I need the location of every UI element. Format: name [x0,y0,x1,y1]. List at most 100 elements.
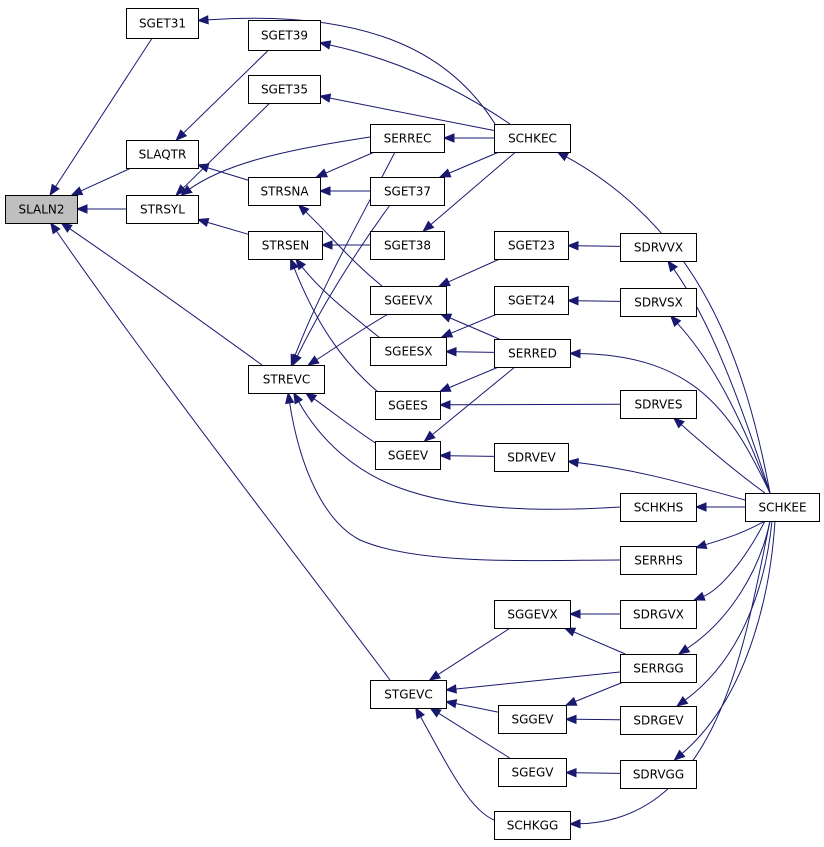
node-box [248,75,321,104]
edge-stgevc-to-slaln2 [49,221,391,681]
node-sdrvsx[interactable]: SDRVSX [620,288,697,317]
node-strsyl[interactable]: STRSYL [126,195,199,224]
arrow-head [566,457,579,468]
node-sget38[interactable]: SGET38 [370,231,445,260]
node-strevc[interactable]: STREVC [248,365,325,394]
node-label: SGET31 [139,17,186,31]
arrow-head [290,257,299,271]
node-box [370,231,445,260]
edge-sgees-to-strsen [290,257,379,393]
node-label: SDRGVX [633,608,684,622]
node-label: SERRGG [633,662,683,676]
arrow-head [285,391,295,405]
node-stgevc[interactable]: STGEVC [370,680,447,709]
node-sdrvvx[interactable]: SDRVVX [620,233,697,262]
node-sget23[interactable]: SGET23 [494,231,569,260]
arrow-head [439,313,453,323]
arrow-head [60,222,73,233]
edge-sdrgev-to-sggev [564,714,621,725]
edge-serred-to-sgees [438,366,499,392]
edge-sget38-to-strsen [320,240,370,250]
node-schkhs[interactable]: SCHKHS [620,493,697,522]
node-sdrgvx[interactable]: SDRGVX [620,600,697,629]
edge-schkec-to-serrec [442,133,494,143]
node-label: SDRVVX [634,241,683,255]
edge-serred-to-sgeev [423,366,516,442]
edge-sdrvev-to-sgeev [438,450,495,461]
node-sgegv[interactable]: SGEGV [498,758,567,787]
edge-sgeev-to-strevc [304,392,381,447]
node-serrec[interactable]: SERREC [370,124,445,153]
node-strsen[interactable]: STRSEN [248,231,323,260]
node-schkec[interactable]: SCHKEC [494,124,571,153]
node-box [494,443,569,472]
node-label: SGGEVX [507,608,557,622]
arrow-head [70,186,84,196]
arrow-head [568,609,581,619]
node-sdrvgg[interactable]: SDRVGG [620,760,697,789]
node-sdrves[interactable]: SDRVES [620,390,697,419]
node-label: SGET38 [384,239,431,253]
node-schkgg[interactable]: SCHKGG [494,811,571,840]
node-schkee[interactable]: SCHKEE [745,493,820,522]
arrow-head [673,749,686,761]
node-sgeev[interactable]: SGEEV [375,441,441,470]
node-label: SGEEV [388,449,429,463]
node-box [248,231,323,260]
edge-sget37-to-strsna [318,186,370,196]
arrow-head [669,315,682,327]
node-sggevx[interactable]: SGGEVX [494,600,571,629]
node-sget31[interactable]: SGET31 [126,8,199,39]
edge-schkee-to-schkhs [694,502,745,512]
node-sget37[interactable]: SGET37 [370,177,445,206]
node-slaqtr[interactable]: SLAQTR [126,140,199,169]
edge-serred-to-sgeesx [444,347,495,357]
edge-sdrvvx-to-sget23 [566,241,621,251]
node-box [745,493,820,522]
node-label: SGET24 [508,294,555,308]
arrow-head [429,707,442,718]
node-strsna[interactable]: STRSNA [248,177,321,206]
arrow-head [320,240,333,250]
node-sggev[interactable]: SGGEV [498,705,567,734]
node-sget24[interactable]: SGET24 [494,286,569,315]
node-sgees[interactable]: SGEES [375,391,441,420]
node-sgeesx[interactable]: SGEESX [370,337,447,366]
arrow-head [315,168,329,178]
node-box [620,706,697,735]
arrow-head [307,355,320,366]
edge-serrgg-to-sggevx [563,627,626,655]
arrow-head [564,696,578,706]
node-sget35[interactable]: SGET35 [248,75,321,104]
node-sgeevx[interactable]: SGEEVX [370,286,447,315]
node-box [5,195,78,224]
arrow-head [438,168,452,178]
edge-schkec-to-sget37 [438,151,500,178]
node-label: SCHKGG [507,819,559,833]
node-sget39[interactable]: SGET39 [248,20,321,51]
edge-slaqtr-to-slaln2 [70,167,132,196]
node-serred[interactable]: SERRED [494,339,571,368]
arrow-head [444,699,458,709]
node-box [370,286,447,315]
arrow-head [438,277,451,287]
edge-schkee-to-sdrgev [676,520,773,707]
node-box [370,177,445,206]
edge-schkee-to-sdrves [672,417,766,494]
arrow-head [444,347,457,357]
edge-sdrvgg-to-sgegv [564,767,621,778]
edge-sget37-to-strevc [292,204,391,367]
node-sdrgev[interactable]: SDRGEV [620,706,697,735]
node-box [494,231,569,260]
node-sdrvev[interactable]: SDRVEV [494,443,569,472]
edge-serrgg-to-sggev [564,681,624,706]
node-serrgg[interactable]: SERRGG [620,654,697,683]
arrow-head [672,417,685,429]
node-serrhs[interactable]: SERRHS [620,546,697,575]
node-box [494,124,571,153]
arrow-head [566,241,579,251]
arrow-head [304,392,318,403]
node-box [620,390,697,419]
node-slaln2[interactable]: SLALN2 [5,195,78,224]
